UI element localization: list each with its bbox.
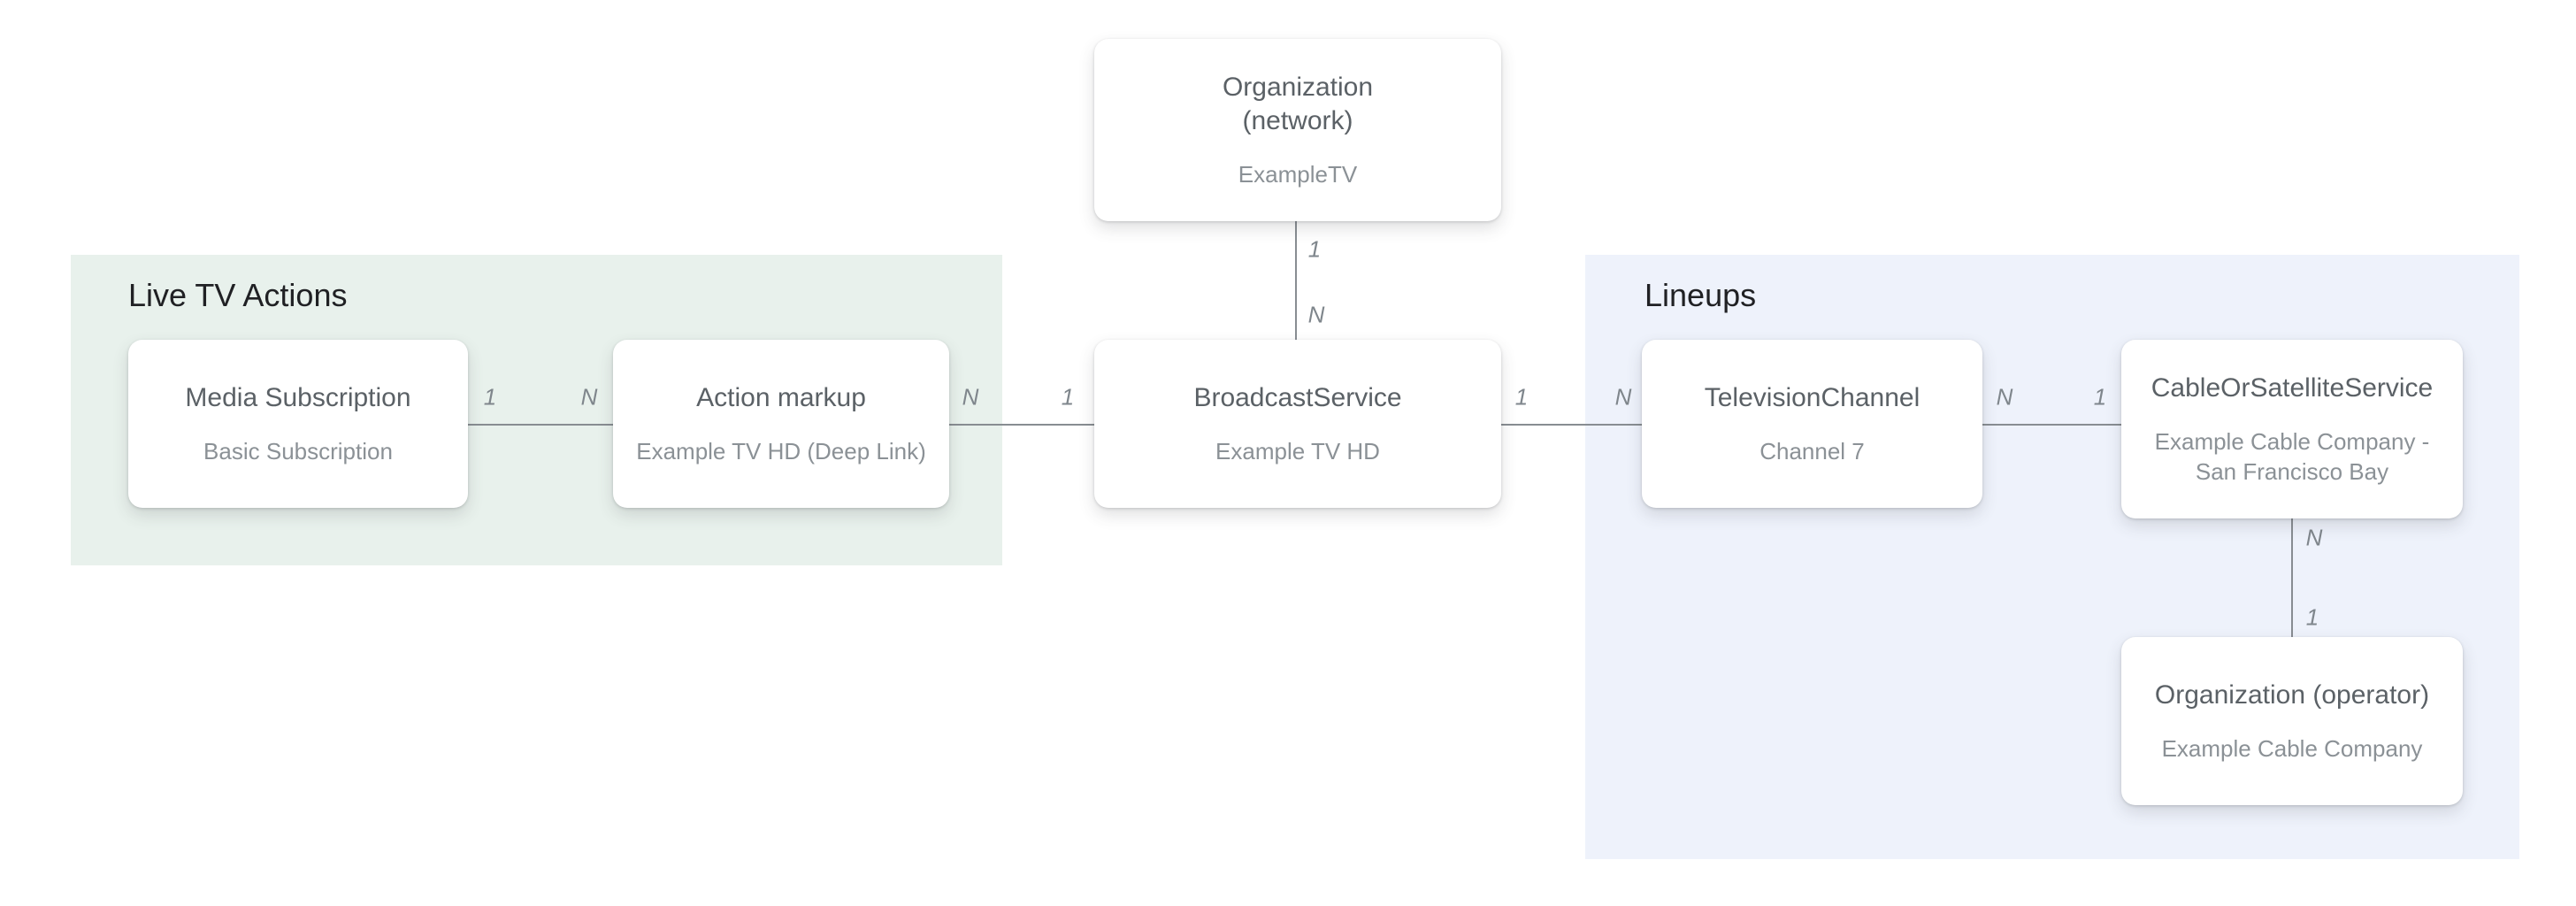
node-title: BroadcastService xyxy=(1193,383,1402,412)
connector-media-action xyxy=(468,424,613,426)
node-media-subscription: Media Subscription Basic Subscription xyxy=(128,340,468,508)
cardinality-network-broadcast-end: N xyxy=(1307,301,1325,328)
node-organization-operator: Organization (operator) Example Cable Co… xyxy=(2121,637,2463,805)
node-subtitle: Channel 7 xyxy=(1760,438,1865,465)
connector-cable-operator xyxy=(2291,518,2293,637)
connector-channel-cable xyxy=(1982,424,2121,426)
group-heading-lineups: Lineups xyxy=(1644,277,1757,313)
cardinality-broadcast-channel-start: 1 xyxy=(1514,383,1529,411)
cardinality-cable-operator-start: N xyxy=(2305,524,2323,551)
node-subtitle: Example Cable Company xyxy=(2161,735,2423,762)
node-subtitle: Example Cable Company - San Francisco Ba… xyxy=(2155,426,2430,487)
node-subtitle-line2: San Francisco Bay xyxy=(2195,458,2389,485)
node-title: Organization (operator) xyxy=(2154,680,2430,710)
cardinality-channel-cable-end: 1 xyxy=(2093,383,2107,411)
cardinality-network-broadcast-start: 1 xyxy=(1307,235,1322,263)
cardinality-media-action-start: 1 xyxy=(483,383,497,411)
group-heading-live-tv-actions: Live TV Actions xyxy=(128,277,348,313)
connector-broadcast-channel xyxy=(1501,424,1642,426)
node-subtitle: Example TV HD (Deep Link) xyxy=(636,438,926,465)
node-title: CableOrSatelliteService xyxy=(2150,373,2434,403)
node-broadcast-service: BroadcastService Example TV HD xyxy=(1094,340,1501,508)
cardinality-broadcast-channel-end: N xyxy=(1614,383,1632,411)
cardinality-cable-operator-end: 1 xyxy=(2305,603,2319,631)
cardinality-action-broadcast-start: N xyxy=(962,383,979,411)
node-subtitle: Basic Subscription xyxy=(203,438,393,465)
node-cable-or-satellite-service: CableOrSatelliteService Example Cable Co… xyxy=(2121,340,2463,518)
node-title-line1: Organization xyxy=(1222,73,1374,102)
connector-action-broadcast xyxy=(949,424,1094,426)
cardinality-media-action-end: N xyxy=(580,383,598,411)
node-subtitle: Example TV HD xyxy=(1215,438,1380,465)
node-television-channel: TelevisionChannel Channel 7 xyxy=(1642,340,1982,508)
connector-network-broadcast xyxy=(1295,221,1297,340)
node-title-line2: (network) xyxy=(1242,106,1353,135)
node-title: TelevisionChannel xyxy=(1704,383,1920,412)
cardinality-action-broadcast-end: 1 xyxy=(1061,383,1075,411)
node-action-markup: Action markup Example TV HD (Deep Link) xyxy=(613,340,949,508)
node-subtitle-line1: Example Cable Company - xyxy=(2154,428,2430,455)
cardinality-channel-cable-start: N xyxy=(1996,383,2013,411)
node-title: Organization (network) xyxy=(1223,71,1373,138)
node-title: Action markup xyxy=(696,383,866,412)
node-organization-network: Organization (network) ExampleTV xyxy=(1094,39,1501,221)
node-subtitle: ExampleTV xyxy=(1238,161,1358,188)
node-title: Media Subscription xyxy=(185,383,411,412)
